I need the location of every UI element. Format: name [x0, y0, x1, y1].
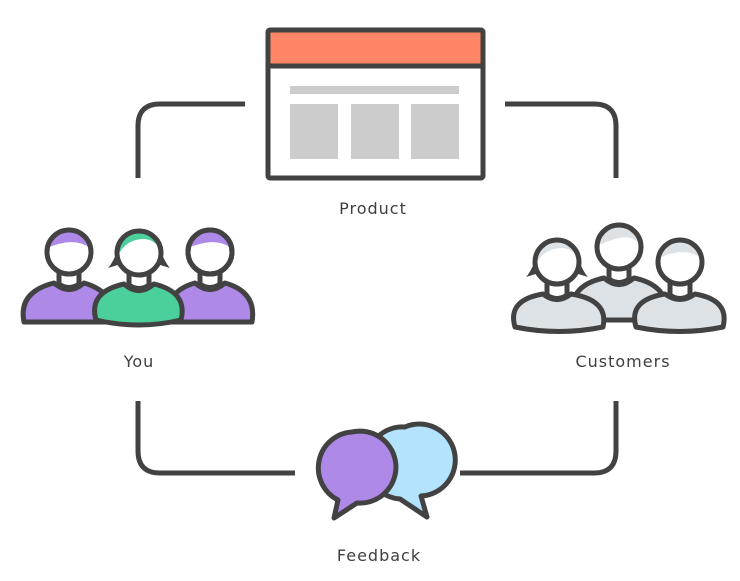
- connector-customers-to-feedback: [460, 401, 619, 476]
- placeholder-card: [411, 104, 459, 159]
- person-icon: [632, 237, 727, 334]
- team-group-icon: [20, 227, 256, 328]
- connector-feedback-to-you: [135, 401, 295, 476]
- connector-product-to-customers: [505, 101, 619, 178]
- placeholder-text-line: [290, 86, 459, 94]
- person-icon: [511, 237, 607, 334]
- customers-group-icon: [511, 222, 727, 334]
- speech-bubble-purple: [315, 428, 399, 521]
- speech-bubbles-icon: [315, 421, 458, 521]
- placeholder-card: [290, 104, 338, 159]
- person-icon: [92, 228, 185, 328]
- you-label: You: [123, 352, 155, 371]
- connector-you-to-product: [135, 101, 245, 178]
- customers-label: Customers: [575, 352, 670, 371]
- person-icon: [166, 227, 256, 325]
- feedback-label: Feedback: [337, 546, 421, 565]
- browser-window-icon: [265, 27, 486, 181]
- product-label: Product: [339, 199, 407, 218]
- window-header-bar: [270, 32, 481, 66]
- placeholder-card: [351, 104, 399, 159]
